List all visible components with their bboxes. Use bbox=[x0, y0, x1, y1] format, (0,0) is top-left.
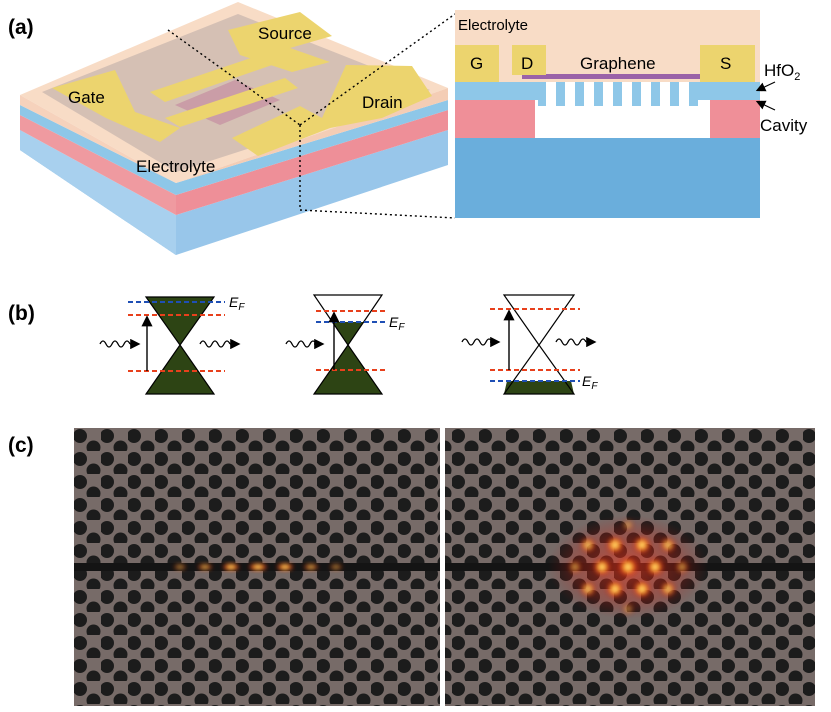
hfo2-layer-right bbox=[176, 100, 448, 195]
cone1-outline bbox=[144, 296, 216, 395]
hfo2-arrow bbox=[755, 81, 776, 92]
cross-graphene-label: Graphene bbox=[580, 54, 656, 73]
substrate-right bbox=[176, 130, 448, 255]
cross-pc-holes bbox=[546, 82, 689, 100]
cone2-fermi-label: EF bbox=[389, 314, 405, 333]
cone3-wave-out bbox=[555, 338, 587, 346]
device-3d-view: Source Gate Drain Electrolyte bbox=[20, 2, 448, 255]
cone1-wave-in bbox=[99, 340, 131, 348]
cross-g-label: G bbox=[470, 54, 483, 73]
cone2-wave-in bbox=[285, 340, 317, 348]
field-map-left bbox=[74, 428, 440, 706]
panel-a-label: (a) bbox=[8, 16, 34, 39]
spacer-layer-left bbox=[20, 115, 176, 215]
cone3-lower-fill bbox=[504, 381, 574, 394]
cone3-outline bbox=[502, 294, 576, 395]
hfo2-label: HfO2 bbox=[764, 61, 800, 83]
cross-substrate bbox=[455, 138, 760, 218]
zoom-line-top-2 bbox=[299, 13, 456, 126]
cross-spacer-left bbox=[455, 100, 535, 138]
source-finger-2 bbox=[165, 78, 298, 127]
spacer-layer-right bbox=[176, 110, 448, 215]
hfo2-layer-left bbox=[20, 105, 176, 195]
electrolyte-left bbox=[20, 95, 176, 183]
cross-cavity bbox=[535, 100, 710, 138]
cross-contact-d bbox=[512, 45, 546, 75]
cross-s-label: S bbox=[720, 54, 731, 73]
cone3-fermi-label: EF bbox=[582, 373, 598, 392]
cross-section-view: Electrolyte G D Graphene S HfO2 Cavity bbox=[455, 10, 808, 218]
gate-label: Gate bbox=[68, 88, 105, 107]
panel-b-label: (b) bbox=[8, 302, 35, 325]
cross-graphene bbox=[522, 74, 710, 79]
cavity-arrow bbox=[755, 100, 776, 111]
cross-contact-s bbox=[700, 45, 755, 82]
zoom-line-bottom bbox=[299, 209, 456, 219]
cross-d-label: D bbox=[521, 54, 533, 73]
gate-contact bbox=[52, 70, 180, 142]
electrolyte-label-3d: Electrolyte bbox=[136, 157, 215, 176]
cone1-wave-out bbox=[199, 340, 231, 348]
left-field-spots bbox=[173, 562, 343, 572]
cross-pc-teeth bbox=[538, 100, 698, 106]
cross-contact-g bbox=[455, 45, 499, 82]
dirac-cone-3: EF bbox=[461, 294, 598, 395]
cone1-upper-fill bbox=[146, 297, 214, 345]
drain-contact bbox=[232, 65, 432, 156]
dirac-cone-1: EF bbox=[99, 294, 245, 395]
panel-c-label: (c) bbox=[8, 434, 34, 457]
cone1-fermi-label: EF bbox=[229, 294, 245, 313]
right-field-spots bbox=[568, 519, 689, 615]
field-map-right bbox=[445, 428, 815, 706]
cavity-label: Cavity bbox=[760, 116, 808, 135]
source-contact bbox=[228, 12, 332, 72]
cross-spacer-right bbox=[710, 100, 760, 138]
source-label: Source bbox=[258, 24, 312, 43]
zoom-line-top bbox=[167, 29, 301, 126]
dirac-cone-2: EF bbox=[285, 294, 405, 395]
drain-label: Drain bbox=[362, 93, 403, 112]
cone1-lower-fill bbox=[146, 345, 214, 394]
cone2-outline bbox=[312, 294, 384, 395]
cone2-upper-fill bbox=[332, 322, 364, 345]
cone3-wave-in bbox=[461, 338, 493, 346]
substrate-left bbox=[20, 130, 176, 255]
source-finger-1 bbox=[150, 55, 275, 102]
cross-electrolyte-label: Electrolyte bbox=[458, 17, 528, 34]
